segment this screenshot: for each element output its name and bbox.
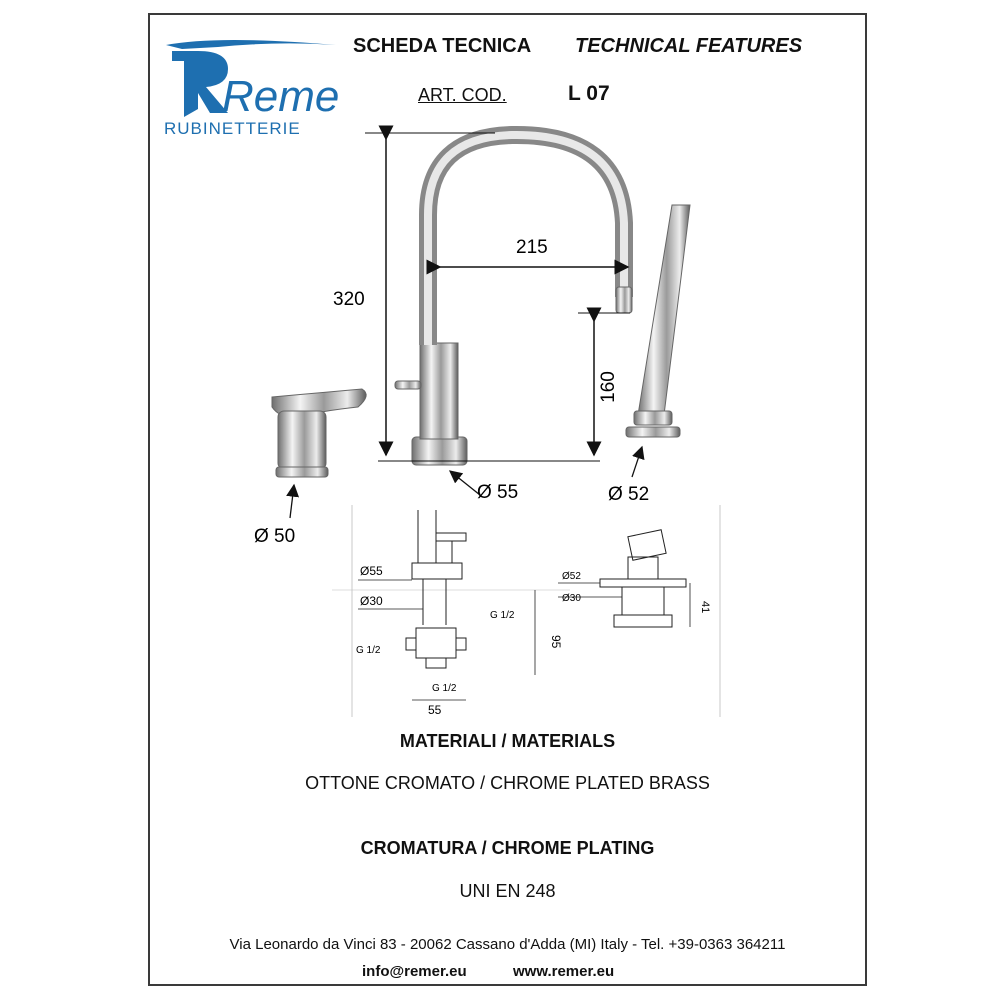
detail-h41: 41 bbox=[699, 601, 711, 613]
detail-shower-mount: Ø52 Ø30 41 bbox=[558, 529, 711, 628]
installation-details: Ø55 Ø30 G 1/2 G 1/2 G 1/2 95 55 Ø52 Ø30 … bbox=[332, 505, 721, 717]
dia-spout-base: Ø 55 bbox=[477, 482, 518, 503]
dim-spout-height: 160 bbox=[598, 371, 619, 403]
hand-shower bbox=[625, 204, 691, 438]
detail-d55: Ø55 bbox=[360, 564, 383, 578]
detail-spout-mount: Ø55 Ø30 G 1/2 G 1/2 G 1/2 95 55 bbox=[356, 510, 563, 717]
footer-address: Via Leonardo da Vinci 83 - 20062 Cassano… bbox=[229, 936, 786, 953]
dim-height-total: 320 bbox=[333, 289, 365, 310]
detail-h95: 95 bbox=[549, 635, 563, 649]
detail-g-bottom: G 1/2 bbox=[432, 683, 457, 694]
logo-subtitle: RUBINETTERIE bbox=[164, 119, 301, 138]
dia-shower: Ø 52 bbox=[608, 484, 649, 505]
detail-w55: 55 bbox=[428, 703, 442, 717]
detail-g-left: G 1/2 bbox=[356, 645, 381, 656]
plating-value: UNI EN 248 bbox=[459, 881, 556, 901]
detail-d52: Ø52 bbox=[562, 571, 581, 582]
detail-d30: Ø30 bbox=[360, 594, 383, 608]
lever-mixer bbox=[271, 388, 367, 478]
detail-d30-right: Ø30 bbox=[562, 593, 581, 604]
spout-body bbox=[394, 125, 633, 466]
remer-logo: Remer bbox=[166, 40, 340, 121]
logo-brand: Remer bbox=[222, 72, 340, 121]
detail-g-right: G 1/2 bbox=[490, 610, 515, 621]
title-english: TECHNICAL FEATURES bbox=[575, 35, 803, 57]
footer-website[interactable]: www.remer.eu bbox=[513, 963, 615, 980]
art-code-value: L 07 bbox=[568, 82, 610, 105]
footer-email[interactable]: info@remer.eu bbox=[362, 963, 467, 980]
title-italian: SCHEDA TECNICA bbox=[353, 35, 532, 57]
technical-sheet: Remer RUBINETTERIE SCHEDA TECNICA TECHNI… bbox=[148, 13, 867, 986]
plating-heading: CROMATURA / CHROME PLATING bbox=[360, 838, 655, 858]
dia-lever: Ø 50 bbox=[254, 526, 295, 547]
dim-reach: 215 bbox=[516, 237, 548, 258]
art-code-label: ART. COD. bbox=[418, 85, 507, 105]
materials-value: OTTONE CROMATO / CHROME PLATED BRASS bbox=[305, 773, 710, 793]
product-drawing: 320 215 160 Ø 55 Ø 50 Ø 52 bbox=[254, 125, 691, 547]
materials-heading: MATERIALI / MATERIALS bbox=[399, 731, 616, 751]
